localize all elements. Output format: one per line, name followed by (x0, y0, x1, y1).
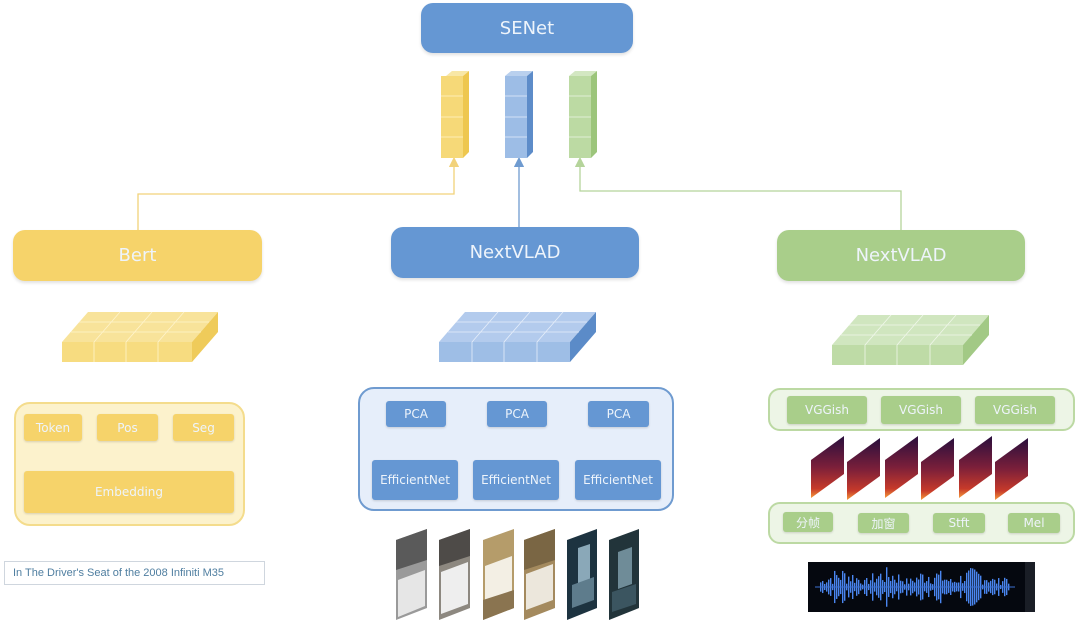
video-frame (524, 529, 555, 620)
embedding-block: Embedding (24, 471, 234, 513)
efficientnet-label: EfficientNet (380, 473, 450, 487)
audio-waveform (808, 562, 1035, 612)
vggish-block-2: VGGish (881, 396, 961, 424)
windowing-label: 加窗 (871, 516, 896, 531)
token-label: Token (35, 420, 71, 435)
seg-input: Seg (173, 414, 234, 441)
spectrogram (921, 438, 954, 500)
feature-slab-yellow (62, 311, 218, 362)
senet-label: SENet (499, 17, 555, 39)
stft-label: Stft (948, 516, 970, 530)
connector-bert (137, 156, 460, 230)
spectrogram (995, 438, 1028, 500)
pca-label: PCA (404, 407, 428, 421)
feature-slab-blue (439, 311, 596, 362)
video-nextvlad-block: NextVLAD (391, 227, 639, 278)
video-frame (439, 529, 470, 620)
bert-label: Bert (118, 245, 157, 266)
pca-block-3: PCA (588, 401, 649, 427)
spectrogram (959, 436, 992, 498)
video-frame (396, 529, 427, 620)
windowing-step: 加窗 (858, 513, 909, 533)
spectrogram (885, 436, 918, 498)
seg-label: Seg (192, 420, 215, 435)
token-input: Token (24, 414, 82, 441)
vggish-label: VGGish (805, 403, 849, 417)
video-frame (609, 529, 639, 620)
mel-step: Mel (1008, 513, 1060, 533)
text-caption: In The Driver's Seat of the 2008 Infinit… (4, 561, 265, 585)
pos-label: Pos (117, 420, 138, 435)
stft-step: Stft (933, 513, 985, 533)
framing-step: 分帧 (783, 512, 833, 532)
efficientnet-block-1: EfficientNet (372, 460, 458, 500)
efficientnet-block-2: EfficientNet (473, 460, 559, 500)
feature-slab-green (832, 314, 989, 365)
bert-block: Bert (13, 230, 262, 281)
spectrograms (811, 436, 1028, 500)
framing-label: 分帧 (795, 515, 820, 530)
vggish-label: VGGish (993, 403, 1037, 417)
mel-label: Mel (1023, 516, 1045, 530)
video-frame (483, 529, 514, 620)
spectrogram (811, 436, 844, 498)
vggish-block-1: VGGish (787, 396, 867, 424)
senet-block: SENet (421, 3, 633, 53)
pca-block-1: PCA (386, 401, 446, 427)
efficientnet-label: EfficientNet (583, 473, 653, 487)
pca-label: PCA (606, 407, 631, 421)
video-frame (567, 529, 597, 620)
spectrogram (847, 438, 880, 500)
vggish-label: VGGish (899, 403, 943, 417)
pos-input: Pos (97, 414, 158, 441)
feature-column-blue (505, 71, 533, 158)
connector-audio (574, 156, 902, 230)
pca-block-2: PCA (487, 401, 547, 427)
video-nextvlad-label: NextVLAD (469, 242, 561, 263)
feature-column-green (569, 71, 597, 158)
efficientnet-block-3: EfficientNet (575, 460, 661, 500)
audio-nextvlad-block: NextVLAD (777, 230, 1025, 281)
feature-column-yellow (441, 71, 469, 158)
pca-label: PCA (505, 407, 529, 421)
vggish-block-3: VGGish (975, 396, 1055, 424)
video-frames (396, 529, 639, 620)
efficientnet-label: EfficientNet (481, 473, 551, 487)
audio-nextvlad-label: NextVLAD (855, 245, 947, 266)
embedding-label: Embedding (94, 485, 164, 499)
